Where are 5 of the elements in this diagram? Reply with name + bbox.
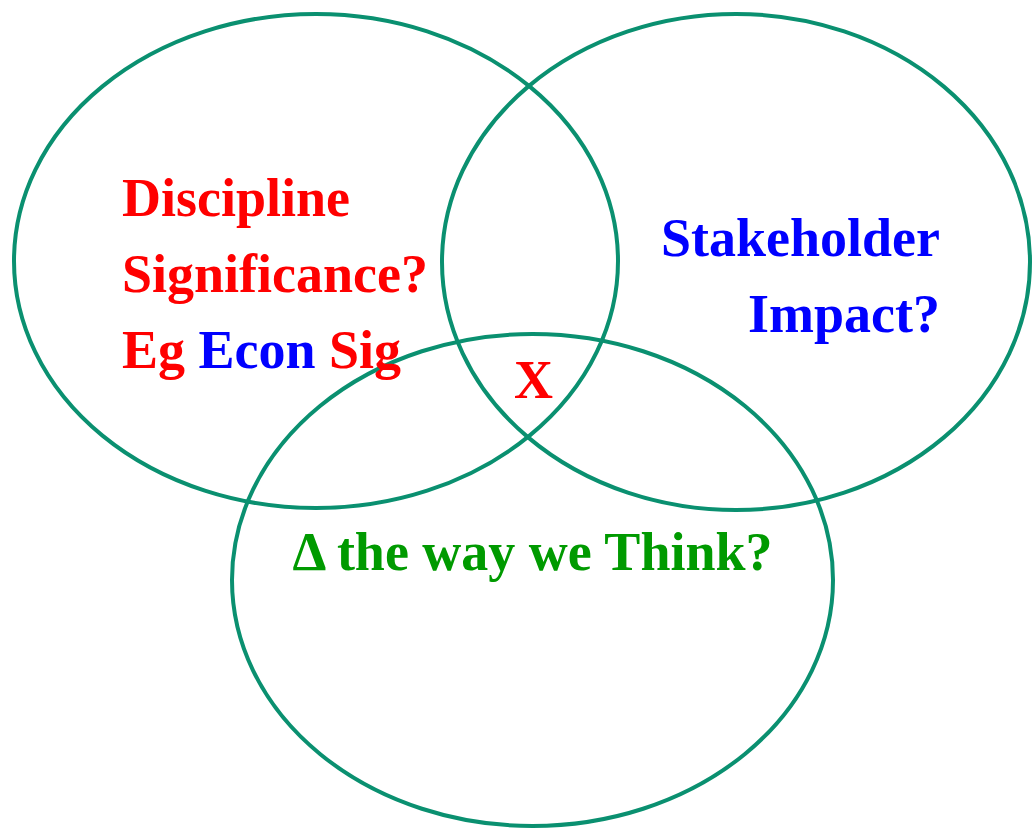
intersection-mark: X bbox=[514, 350, 553, 410]
set-label: Discipline Significance? bbox=[122, 168, 428, 304]
set-label: Stakeholder Impact? bbox=[660, 208, 940, 344]
set-label: Eg Econ Sig bbox=[122, 320, 402, 380]
set-label: Δ the way we Think? bbox=[292, 522, 773, 582]
